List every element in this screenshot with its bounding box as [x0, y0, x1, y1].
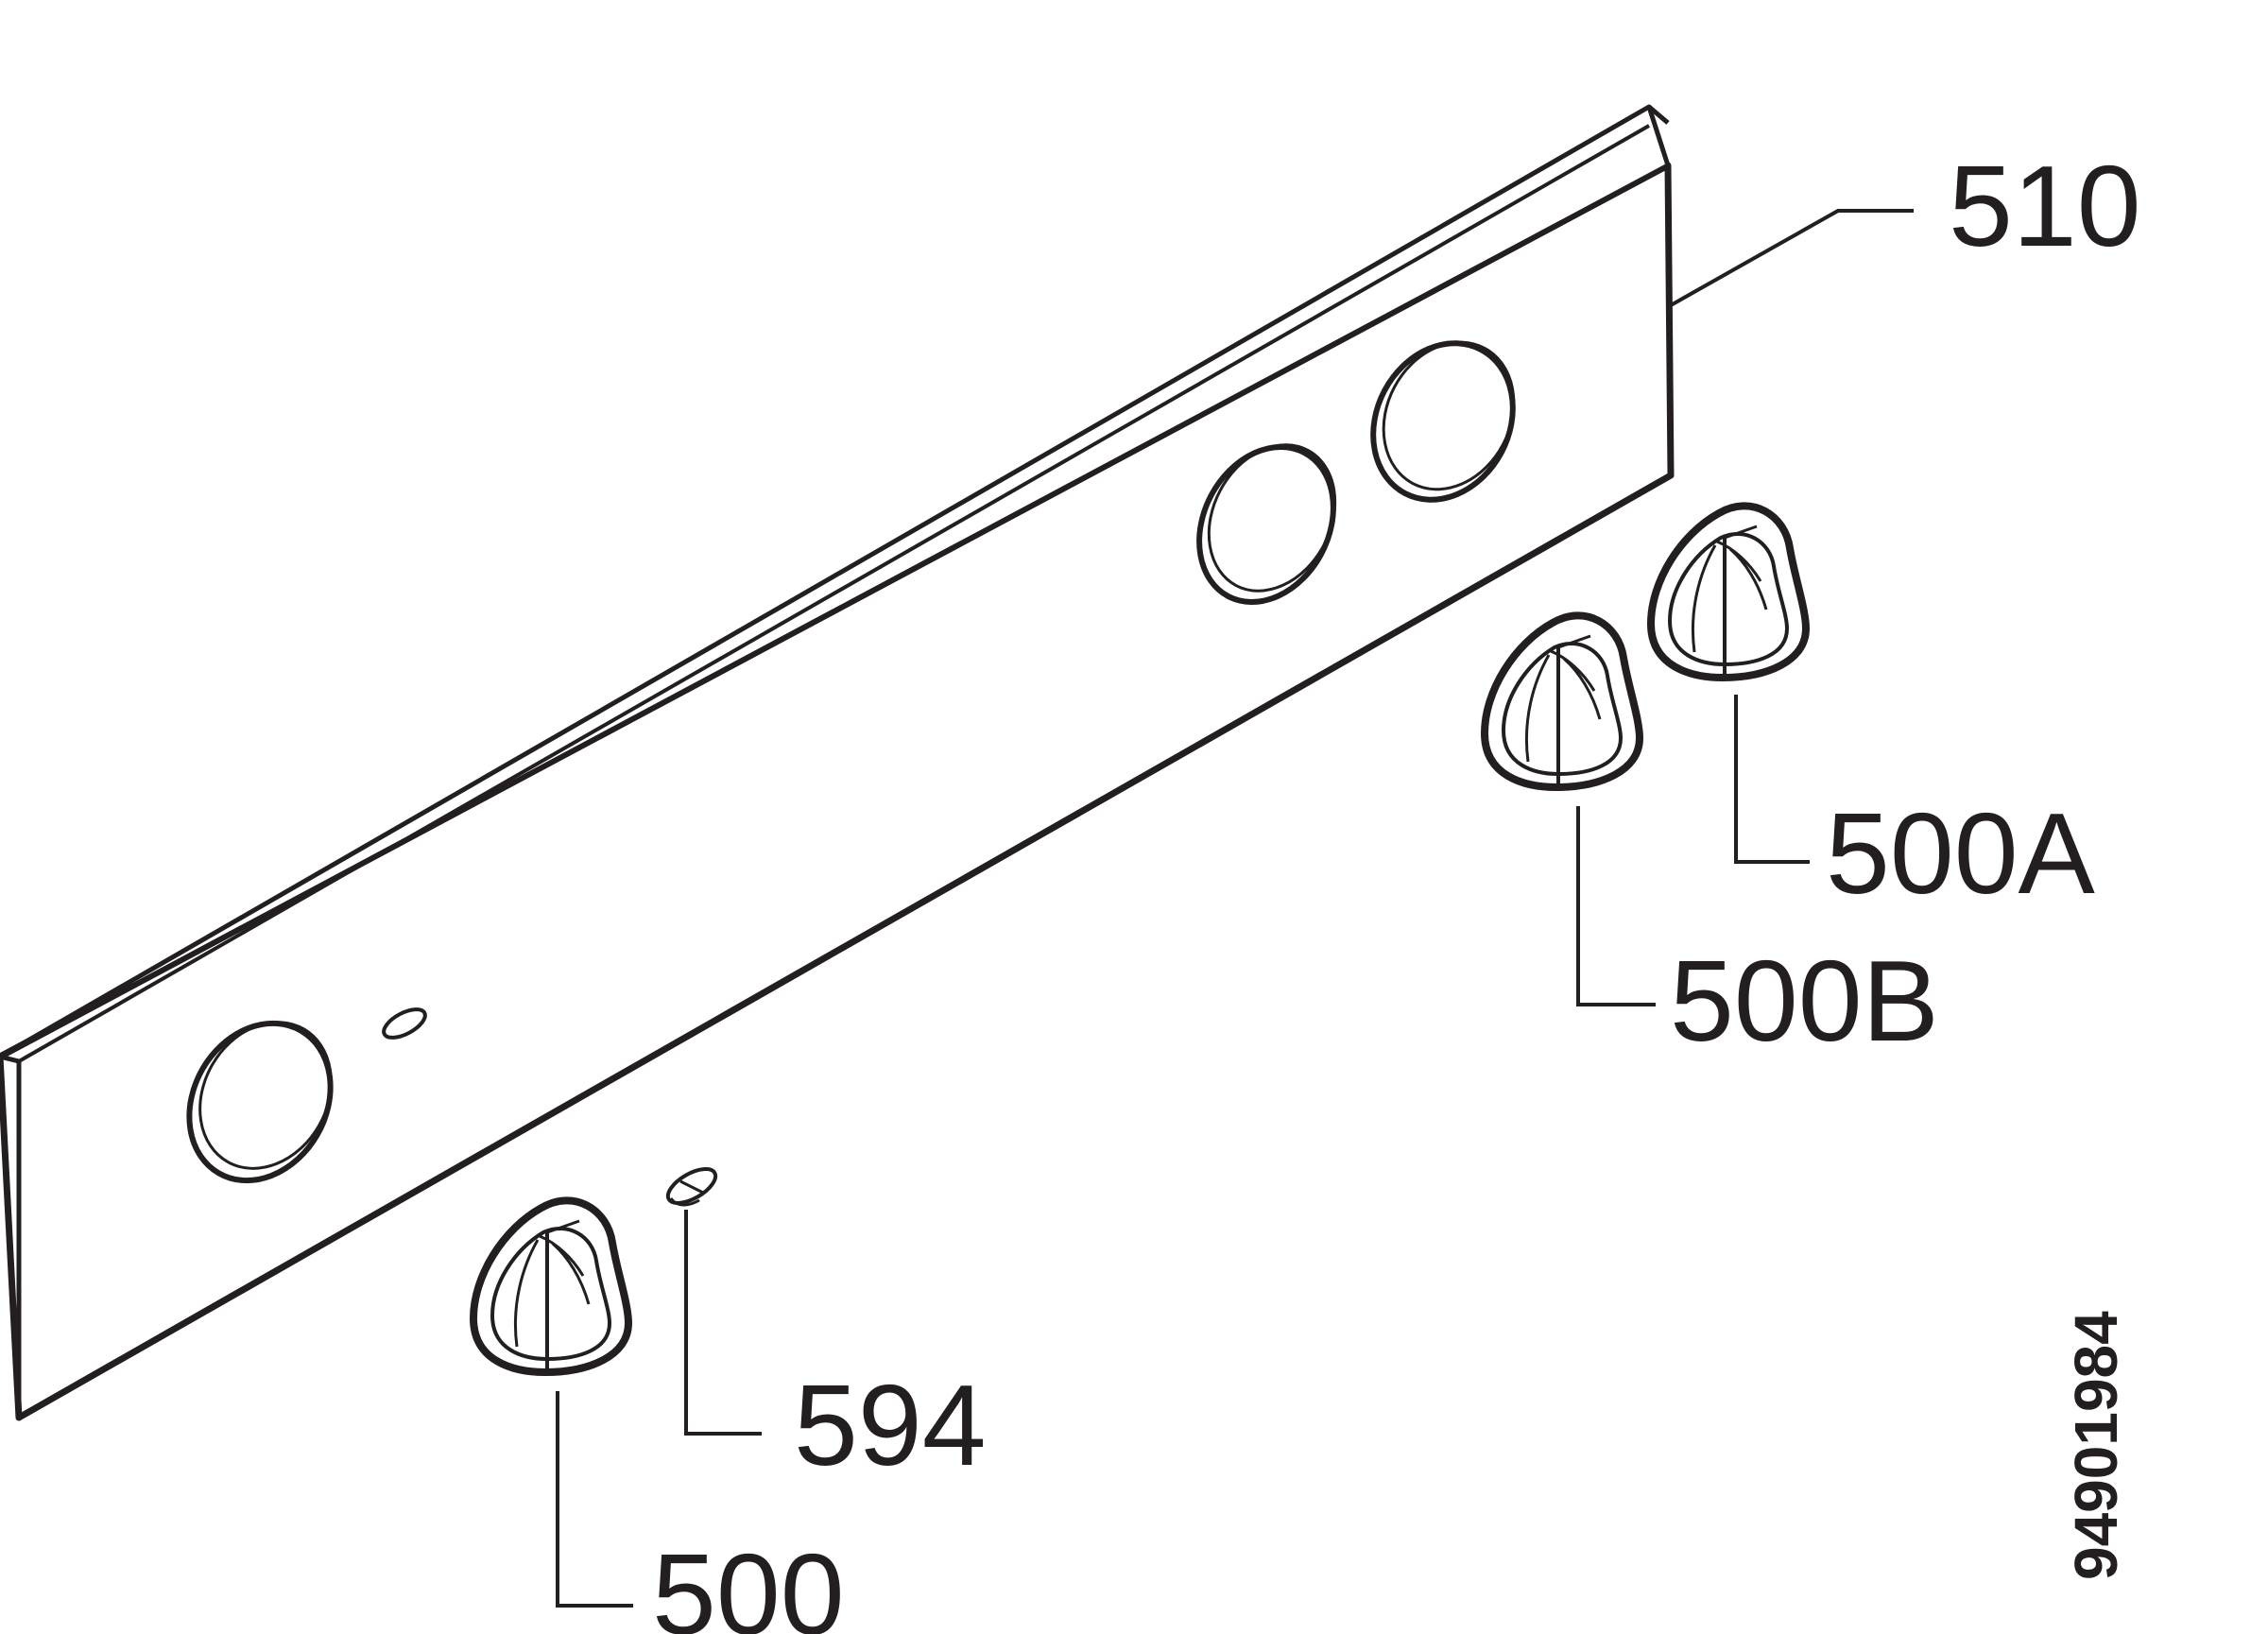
- knob-500: [469, 1196, 633, 1377]
- leader-line-594: [684, 1210, 762, 1436]
- knob-500B: [1480, 611, 1644, 792]
- leader-line-500: [556, 1391, 633, 1608]
- knob-500A: [1646, 502, 1811, 682]
- reference-number: 94901984: [2062, 1311, 2130, 1580]
- panel-hole-right-1: [1196, 443, 1337, 606]
- panel-small-hole: [382, 1007, 427, 1040]
- leader-line-500A: [1734, 695, 1810, 864]
- label-594: 594: [794, 1361, 987, 1489]
- leader-line-500B: [1576, 806, 1656, 1006]
- control-panel: [0, 104, 1675, 1421]
- label-510: 510: [1949, 142, 2141, 270]
- label-500A: 500A: [1826, 789, 2096, 918]
- label-500: 500: [652, 1530, 845, 1634]
- panel-hole-right-2: [1370, 340, 1516, 503]
- indicator-lens-594: [665, 1167, 718, 1207]
- leader-line-510: [1670, 209, 1914, 307]
- label-500B: 500B: [1670, 937, 1939, 1065]
- panel-hole-left: [186, 1020, 334, 1184]
